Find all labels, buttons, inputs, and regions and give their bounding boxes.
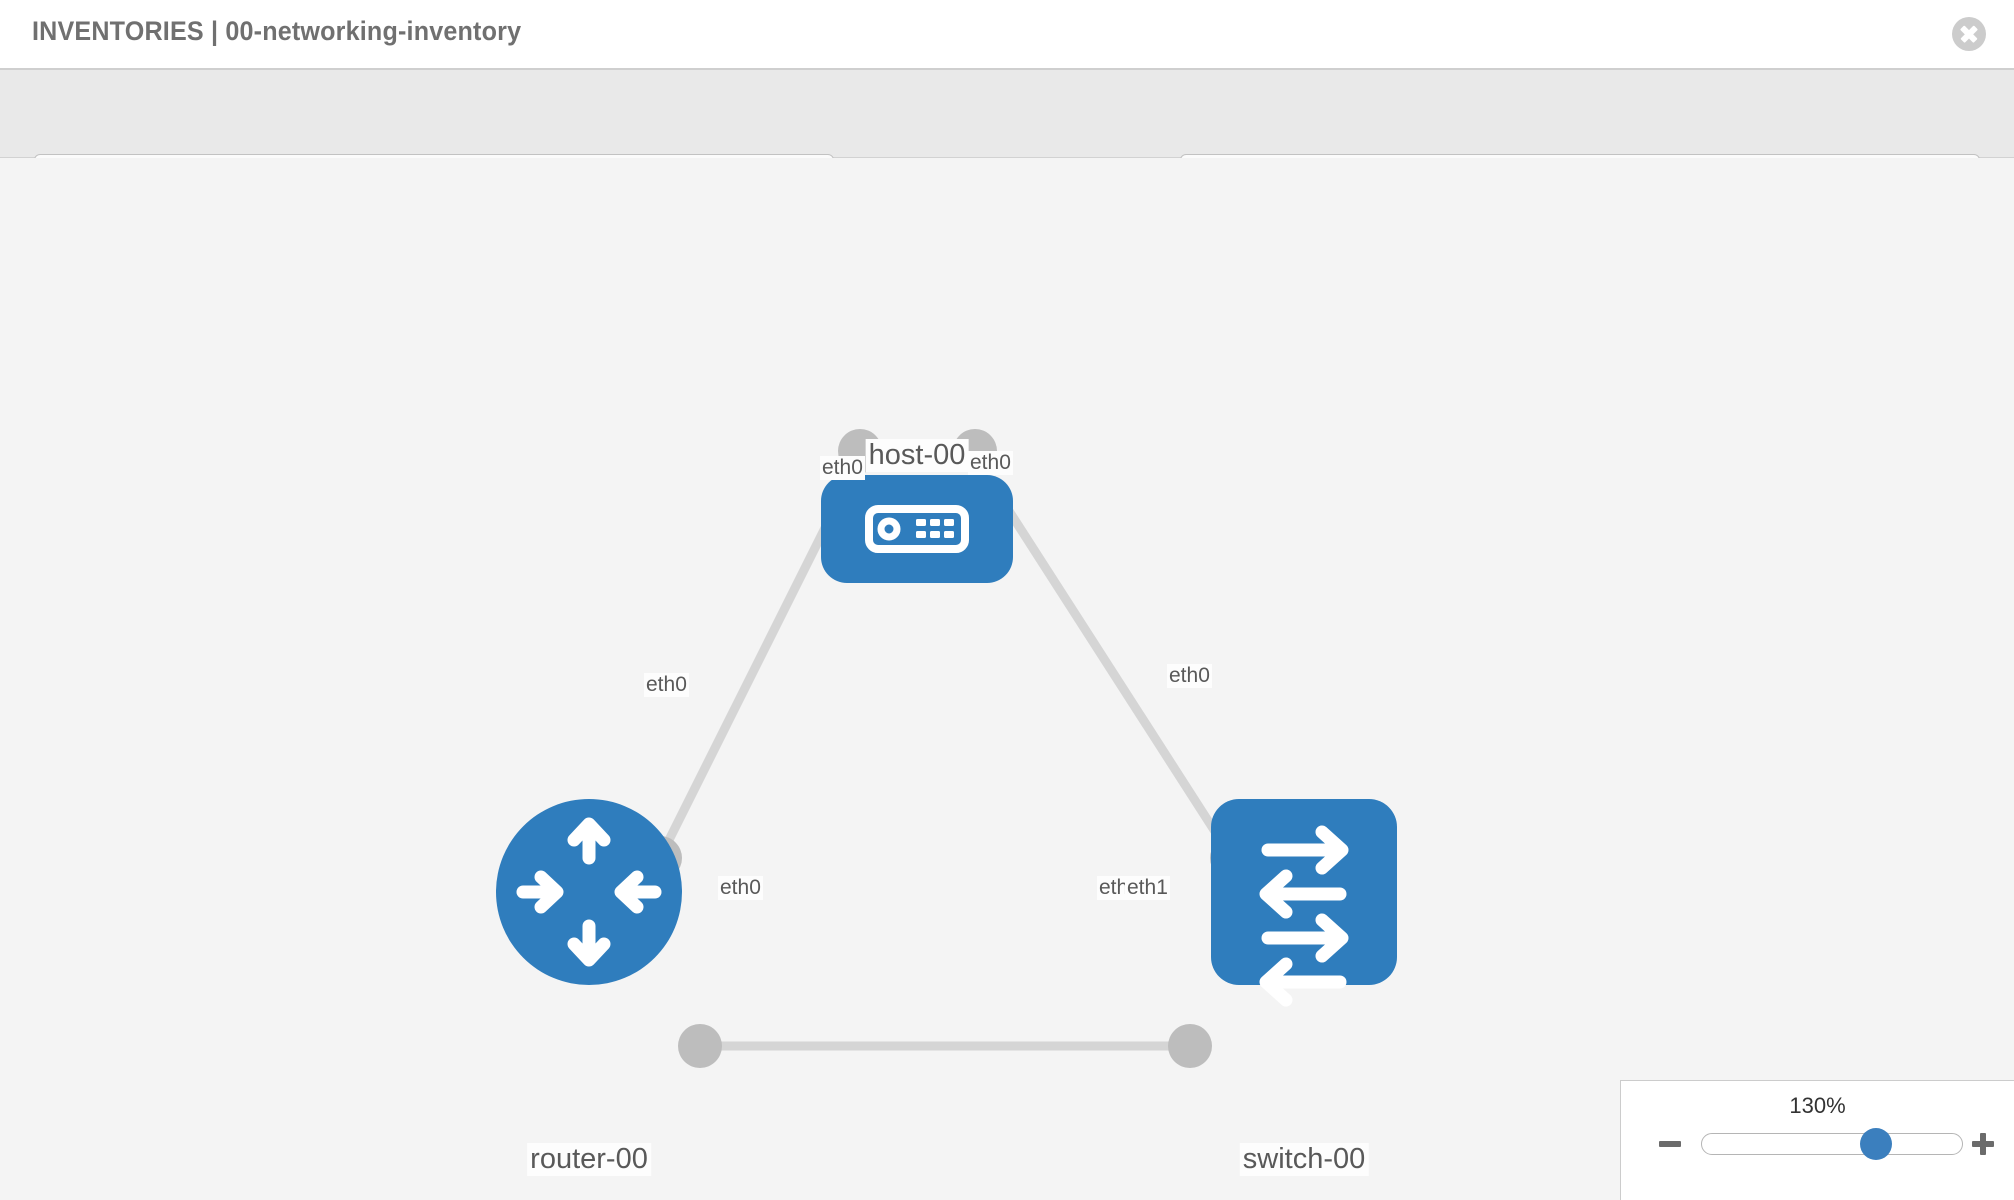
zoom-level-value: 130% — [1789, 1093, 1846, 1118]
port-router00-eth0-side[interactable] — [678, 1024, 722, 1068]
port-label-router00-eth0-side: eth0 — [718, 876, 763, 900]
router-arrows-icon — [516, 817, 662, 967]
link-host00-switch00[interactable] — [971, 455, 1236, 861]
zoom-slider[interactable] — [1701, 1128, 1963, 1160]
page-title: INVENTORIES | 00-networking-inventory — [32, 16, 522, 46]
port-switch00-eth1-side[interactable] — [1168, 1024, 1212, 1068]
node-switch-00[interactable] — [1211, 799, 1397, 1007]
topology-canvas[interactable]: host-00 router-00 switch-00 eth0 eth0 et… — [0, 158, 2014, 1200]
port-label-host00-eth0-right: eth0 — [968, 451, 1013, 475]
server-appliance-icon — [865, 505, 969, 553]
close-icon[interactable] — [1952, 17, 1986, 51]
port-label-host00-eth0-left: eth0 — [820, 456, 865, 480]
zoom-control-panel: 130% — [1620, 1080, 2014, 1200]
port-label-switch00-eth0-up: eth0 — [1167, 664, 1212, 688]
zoom-slider-handle[interactable] — [1860, 1128, 1893, 1160]
page-header: INVENTORIES | 00-networking-inventory — [0, 0, 2014, 70]
port-label-switch00-eth1: eth1 — [1125, 876, 1170, 900]
node-router-00[interactable] — [496, 799, 682, 985]
node-label-switch-00: switch-00 — [1239, 1143, 1369, 1176]
zoom-in-button[interactable] — [1968, 1129, 1998, 1159]
node-label-host-00: host-00 — [865, 439, 969, 472]
plus-icon-vertical — [1980, 1133, 1986, 1155]
node-label-router-00: router-00 — [527, 1143, 651, 1176]
port-label-switch00-eth-overlap: eth — [1097, 876, 1131, 900]
port-label-router00-eth0-up: eth0 — [644, 673, 689, 697]
switch-arrows-icon — [1259, 825, 1349, 1007]
node-host-00[interactable] — [821, 475, 1013, 583]
zoom-out-button[interactable] — [1655, 1129, 1685, 1159]
toolbar: ACTIONS SEARCH — [0, 70, 2014, 206]
topology-graph — [496, 429, 1397, 1068]
minus-icon — [1659, 1141, 1681, 1147]
